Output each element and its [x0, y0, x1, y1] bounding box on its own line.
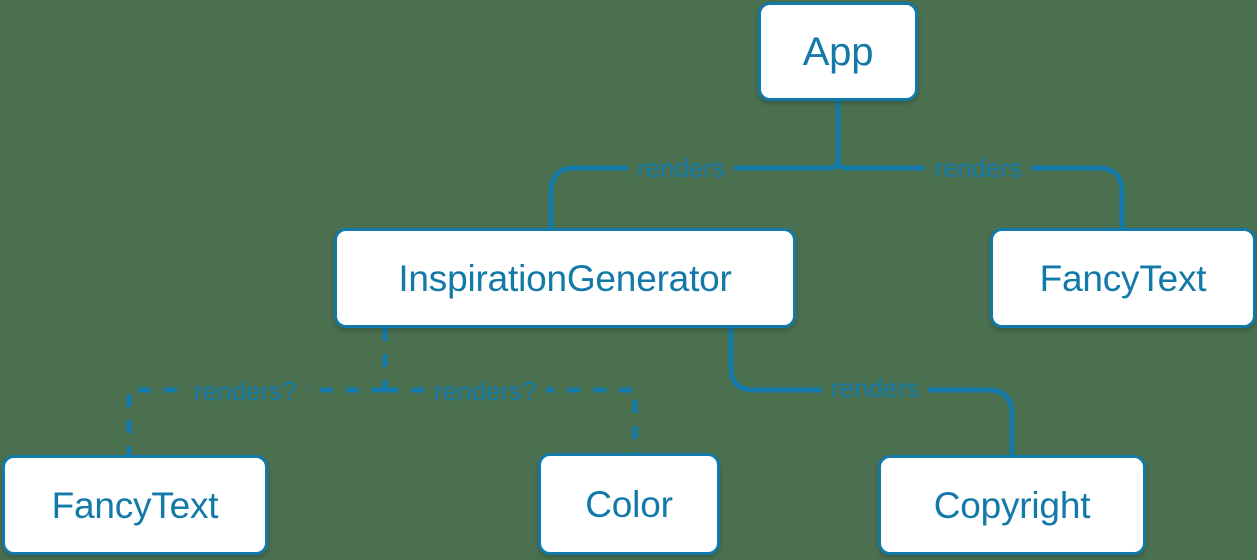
node-inspirationgenerator-label: InspirationGenerator	[398, 257, 732, 299]
edge-label-inspirationgenerator-to-color: renders?	[425, 378, 546, 404]
node-app-label: App	[802, 29, 874, 74]
node-color-label: Color	[585, 483, 673, 525]
edge-inspirationgenerator-to-color	[385, 387, 638, 455]
node-copyright-label: Copyright	[933, 484, 1091, 526]
edge-app-stem-right	[835, 159, 847, 171]
edge-app-to-fancytext	[846, 165, 1125, 228]
node-fancytext-bottom-label: FancyText	[51, 484, 219, 526]
node-color[interactable]: Color	[538, 453, 720, 555]
node-fancytext-bottom[interactable]: FancyText	[2, 455, 268, 555]
edge-app-to-inspirationgenerator	[548, 165, 830, 228]
edge-app-stem	[829, 101, 841, 171]
edge-label-inspirationgenerator-to-fancytext: renders?	[185, 378, 306, 404]
node-copyright[interactable]: Copyright	[878, 455, 1146, 555]
node-app[interactable]: App	[758, 2, 918, 101]
node-inspirationgenerator[interactable]: InspirationGenerator	[334, 228, 796, 328]
edge-label-app-to-inspirationgenerator: renders	[628, 155, 735, 181]
edge-label-app-to-fancytext: renders	[925, 155, 1032, 181]
node-fancytext-top-label: FancyText	[1039, 257, 1207, 299]
node-fancytext-top[interactable]: FancyText	[990, 228, 1256, 328]
edge-label-inspirationgenerator-to-copyright: renders	[822, 375, 929, 401]
